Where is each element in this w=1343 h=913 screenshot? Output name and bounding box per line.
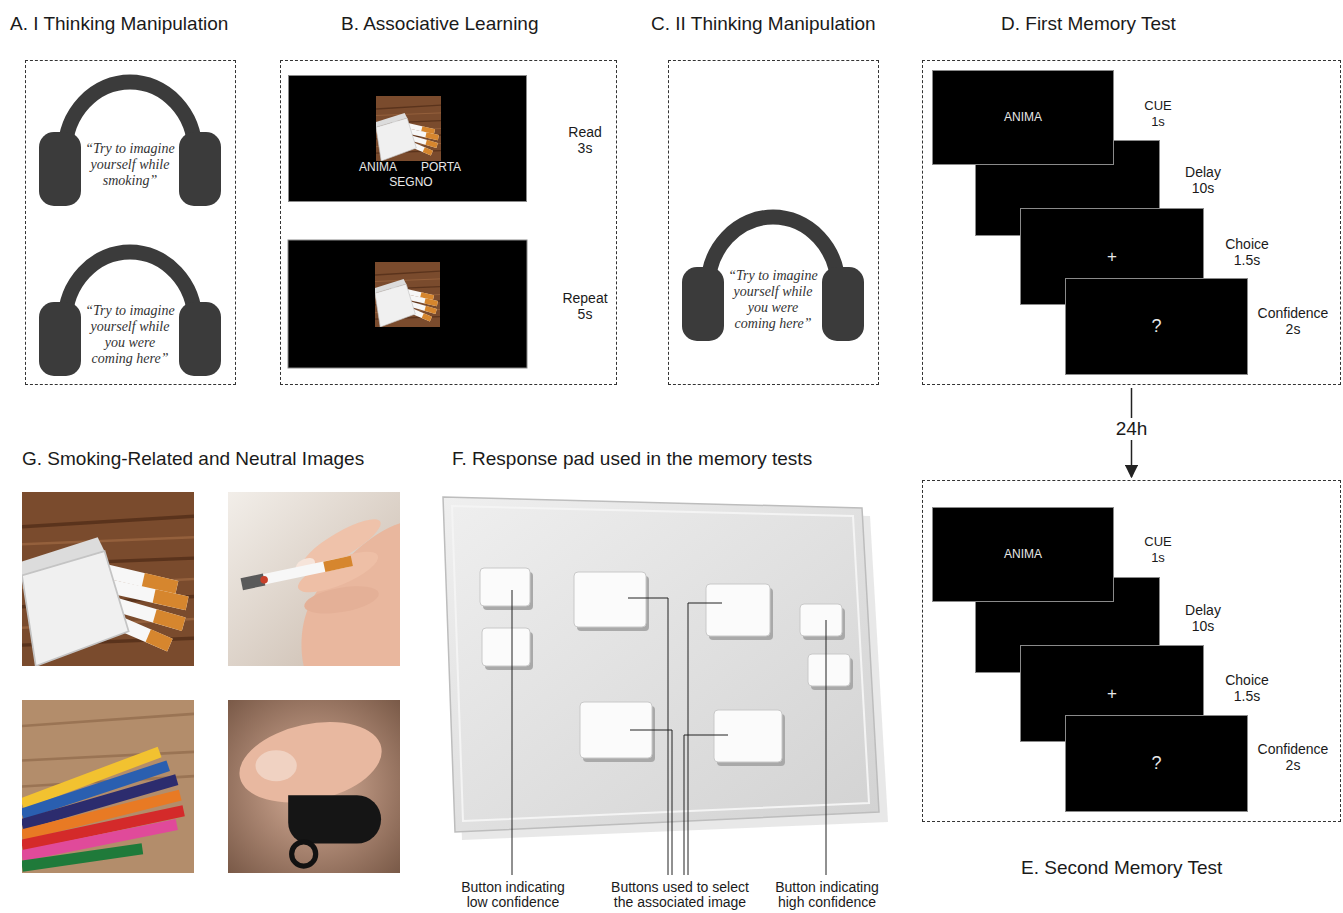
drawing-part xyxy=(288,240,527,368)
timing-label: Buttons used to select the associated im… xyxy=(603,880,758,910)
timing-label: Read 3s xyxy=(563,124,608,156)
screen-text: ? xyxy=(1066,754,1247,774)
stimulus-picture xyxy=(376,96,441,161)
drawing-part xyxy=(228,700,400,873)
panel-box: B. Associative LearningANIMAPORTASEGNO xyxy=(280,60,617,385)
headphone-icon: “Try to imagine yourself while you were … xyxy=(35,238,225,378)
screen-text: PORTA xyxy=(421,161,461,174)
timing-label: CUE 1s xyxy=(1141,98,1175,130)
screen-box: ANIMA xyxy=(932,70,1114,165)
screen-box: ANIMA xyxy=(932,507,1114,602)
instruction-text: “Try to imagine yourself while you were … xyxy=(726,268,820,332)
timing-label: Confidence 2s xyxy=(1252,741,1334,773)
repeat-screen xyxy=(288,240,527,368)
drawing-part xyxy=(688,603,722,875)
timing-label: Repeat 5s xyxy=(558,290,613,322)
leader-lines xyxy=(512,590,826,875)
timing-label: Delay 10s xyxy=(1179,602,1227,634)
drawing-part xyxy=(628,598,668,875)
screen-text: + xyxy=(1021,247,1203,266)
instruction-text: “Try to imagine yourself while you were … xyxy=(83,303,177,367)
headphone-symbol xyxy=(39,82,221,206)
instruction-area: “Try to imagine yourself while smoking” xyxy=(83,126,177,204)
panel-heading: C. II Thinking Manipulation xyxy=(651,13,876,35)
headphone-symbol xyxy=(682,217,864,341)
screen-box: ANIMA PORTA SEGNO xyxy=(288,75,527,202)
timing-label: Delay 10s xyxy=(1179,164,1227,196)
drawing-part xyxy=(684,735,728,875)
timing-label: Button indicating low confidence xyxy=(452,880,574,910)
drawing-part xyxy=(574,572,646,627)
headphone-symbol xyxy=(39,252,221,376)
drawing-part xyxy=(630,730,672,875)
drawing-part xyxy=(826,620,827,875)
section-title: F. Response pad used in the memory tests xyxy=(452,448,812,470)
drawing-part xyxy=(800,604,842,636)
timing-label: CUE 1s xyxy=(1141,534,1175,566)
screen-box: ? xyxy=(1065,715,1248,812)
screen-text: + xyxy=(1021,684,1203,703)
timing-label: Choice 1.5s xyxy=(1218,672,1276,704)
screen-text: ANIMA xyxy=(933,548,1113,561)
drawing-part xyxy=(706,584,770,636)
drawing-part xyxy=(375,262,440,327)
headphone-icon: “Try to imagine yourself while you were … xyxy=(678,203,868,343)
drawing-part xyxy=(228,492,400,666)
timing-label: Button indicating high confidence xyxy=(766,880,888,910)
timing-label: Confidence 2s xyxy=(1252,305,1334,337)
instruction-area: “Try to imagine yourself while you were … xyxy=(726,261,820,339)
screen-text: SEGNO xyxy=(389,176,432,189)
connector-label: 24h xyxy=(1113,418,1151,440)
drawing-part xyxy=(480,568,530,606)
drawing-part xyxy=(452,506,869,821)
panel-box: E. Second Memory TestANIMA+? xyxy=(922,480,1341,822)
screen-box: ? xyxy=(1065,278,1248,375)
drawing-part xyxy=(482,628,530,666)
drawing-part xyxy=(443,497,879,832)
panel-heading: A. I Thinking Manipulation xyxy=(10,13,228,35)
drawing-part xyxy=(714,710,782,762)
section-title: G. Smoking-Related and Neutral Images xyxy=(22,448,364,470)
panel-heading: D. First Memory Test xyxy=(1001,13,1176,35)
panel-box: A. I Thinking Manipulation“Try to imagin… xyxy=(25,60,236,385)
screen-text: ? xyxy=(1066,317,1247,337)
screen-text: ANIMA xyxy=(933,111,1113,124)
timing-label: Choice 1.5s xyxy=(1218,236,1276,268)
panel-heading: E. Second Memory Test xyxy=(1021,857,1222,879)
screen-text: ANIMA xyxy=(359,161,397,174)
stimulus-photos xyxy=(22,492,400,873)
drawing-part xyxy=(512,590,513,875)
drawing-part xyxy=(808,654,850,686)
stimulus-symbol xyxy=(376,96,441,161)
instruction-text: “Try to imagine yourself while smoking” xyxy=(83,141,177,189)
instruction-area: “Try to imagine yourself while you were … xyxy=(83,296,177,374)
drawing-part xyxy=(22,492,194,666)
headphone-icon: “Try to imagine yourself while smoking” xyxy=(35,68,225,208)
panel-heading: B. Associative Learning xyxy=(341,13,539,35)
panel-box: D. First Memory TestANIMA+? xyxy=(922,60,1341,385)
drawing-part xyxy=(22,700,194,873)
panel-box: C. II Thinking Manipulation“Try to imagi… xyxy=(668,60,879,385)
response-pad xyxy=(443,497,888,840)
